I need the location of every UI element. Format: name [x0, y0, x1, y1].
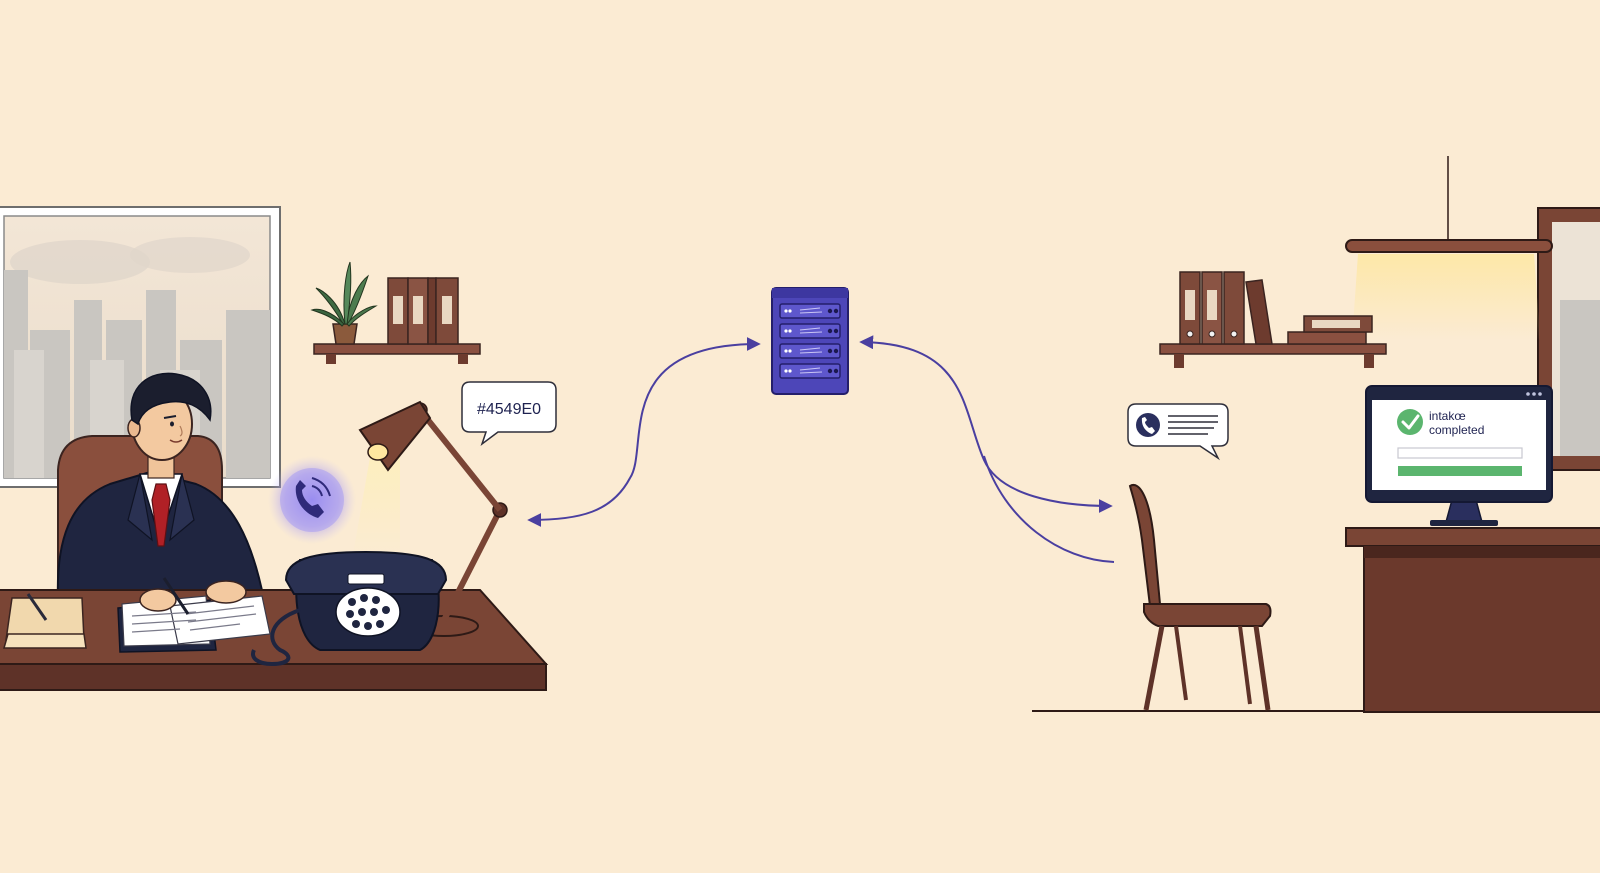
- folders-stack: [3, 593, 87, 649]
- potted-plant: [310, 261, 378, 345]
- right-shelf: [1159, 271, 1387, 368]
- office-chair-right: [1128, 483, 1272, 711]
- server-icon: [771, 287, 849, 395]
- phone-ringing-icon: [268, 456, 356, 544]
- left-shelf: [310, 261, 481, 364]
- businessman: [56, 372, 266, 601]
- connector-arrows: [527, 335, 1115, 563]
- paperwork: [117, 577, 271, 653]
- desk-right: [1345, 527, 1600, 713]
- monitor: intakœ completed: [1365, 385, 1553, 526]
- reference-code-bubble: #4549E0: [461, 381, 557, 447]
- rotary-telephone: [251, 550, 448, 667]
- check-circle-icon: [1397, 409, 1423, 435]
- phone-icon: [1136, 413, 1160, 437]
- binders: [387, 277, 459, 345]
- phone-message-bubble: [1127, 403, 1229, 461]
- ceiling-lamp: [1345, 156, 1553, 340]
- intake-status-line-2: completed: [1429, 423, 1484, 437]
- reference-code-text: #4549E0: [477, 401, 541, 418]
- progress-bar-complete: [1398, 466, 1522, 476]
- right-window: [1537, 207, 1600, 471]
- intake-status-line-1: intakœ: [1429, 409, 1466, 423]
- progress-track: [1397, 447, 1523, 459]
